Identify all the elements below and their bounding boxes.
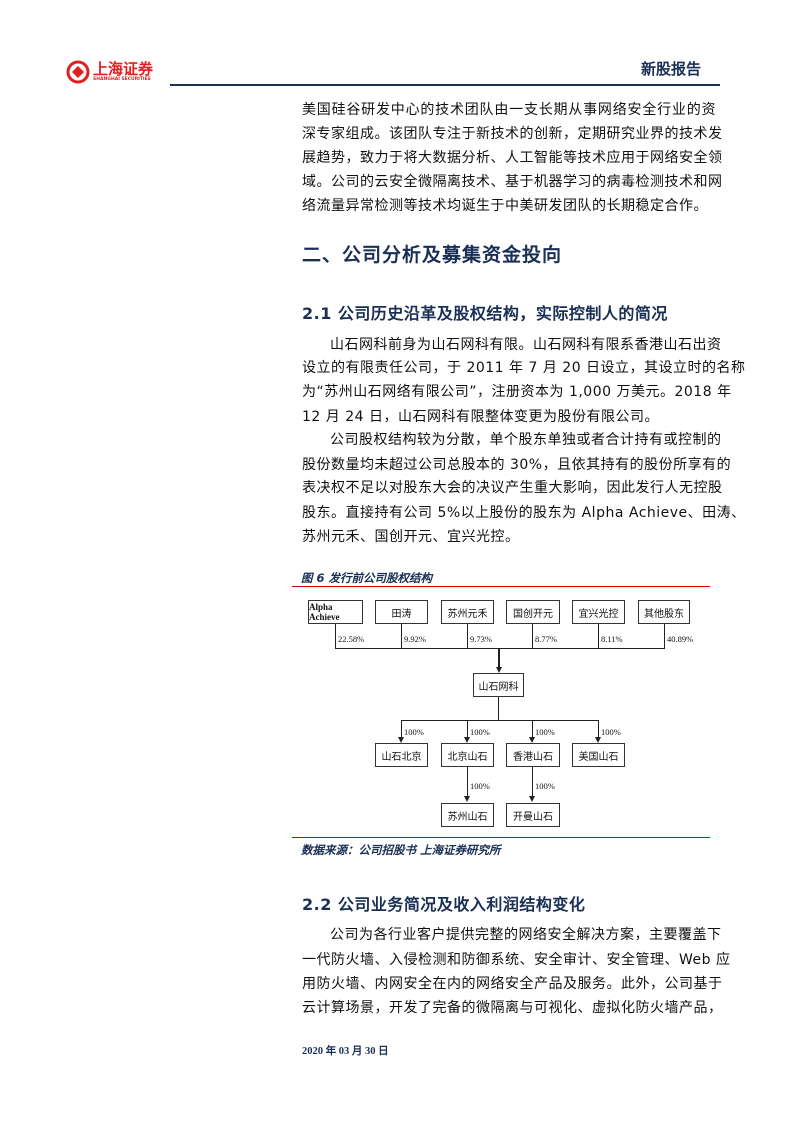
holding-pct: 8.77% bbox=[535, 634, 557, 644]
report-type: 新股报告 bbox=[641, 60, 702, 78]
subsidiary-box: 美国山石 bbox=[572, 743, 625, 767]
logo-emblem-icon bbox=[66, 60, 90, 84]
subsidiary-pct: 100% bbox=[535, 781, 555, 791]
logo-text: 上海证券 bbox=[93, 60, 154, 78]
shareholder-box: 苏州元禾 bbox=[441, 600, 494, 624]
connector bbox=[598, 720, 599, 738]
connector bbox=[401, 720, 599, 721]
connector bbox=[401, 624, 402, 648]
connector bbox=[401, 720, 402, 738]
shareholder-box: 其他股东 bbox=[638, 600, 690, 624]
connector bbox=[664, 624, 665, 648]
body-line: 山石网科前身为山石网科有限。山石网科有限系香港山石出资 bbox=[330, 337, 722, 353]
section-2-2-heading: 2.2 公司业务简况及收入利润结构变化 bbox=[302, 895, 586, 914]
arrow-down-icon bbox=[529, 796, 535, 802]
subsidiary-box: 北京山石 bbox=[441, 743, 494, 767]
company-box: 山石网科 bbox=[473, 673, 524, 697]
body-line: 设立的有限责任公司，于 2011 年 7 月 20 日设立，其设立时的名称 bbox=[302, 360, 746, 376]
connector bbox=[335, 648, 665, 649]
section-2-heading: 二、公司分析及募集资金投向 bbox=[302, 244, 563, 266]
arrow-down-icon bbox=[595, 737, 601, 743]
body-line: 苏州元禾、国创开元、宜兴光控。 bbox=[302, 529, 520, 545]
shareholder-box: 田涛 bbox=[375, 600, 428, 624]
arrow-down-icon bbox=[496, 667, 502, 673]
holding-pct: 9.92% bbox=[404, 634, 426, 644]
connector bbox=[532, 720, 533, 738]
body-line: 股东。直接持有公司 5%以上股份的股东为 Alpha Achieve、田涛、 bbox=[302, 505, 746, 521]
body-line: 云计算场景，开发了完备的微隔离与可视化、虚拟化防火墙产品， bbox=[302, 1000, 723, 1016]
body-line: 公司为各行业客户提供完整的网络安全解决方案，主要覆盖下 bbox=[330, 927, 722, 943]
body-line: 12 月 24 日，山石网科有限整体变更为股份有限公司。 bbox=[302, 409, 659, 425]
arrow-down-icon bbox=[398, 737, 404, 743]
footer-date: 2020 年 03 月 30 日 bbox=[302, 1046, 389, 1057]
holding-pct: 40.89% bbox=[667, 634, 694, 644]
holding-pct: 22.58% bbox=[338, 634, 365, 644]
figure-caption: 图 6 发行前公司股权结构 bbox=[301, 571, 433, 585]
body-line: 为“苏州山石网络有限公司”，注册资本为 1,000 万美元。2018 年 bbox=[302, 384, 732, 400]
subsidiary-box: 山石北京 bbox=[375, 743, 428, 767]
intro-line: 深专家组成。该团队专注于新技术的创新，定期研究业界的技术发 bbox=[302, 126, 723, 142]
subsidiary-box: 香港山石 bbox=[506, 743, 560, 767]
connector bbox=[498, 648, 500, 668]
logo: 上海证券 SHANGHAI SECURITIES bbox=[66, 58, 166, 88]
body-line: 用防火墙、内网安全在内的网络安全产品及服务。此外，公司基于 bbox=[302, 976, 723, 992]
logo-subtext: SHANGHAI SECURITIES bbox=[93, 77, 151, 82]
shareholder-box: 宜兴光控 bbox=[572, 600, 625, 624]
subsidiary-pct: 100% bbox=[601, 727, 621, 737]
subsidiary-pct: 100% bbox=[470, 727, 490, 737]
connector bbox=[467, 720, 468, 738]
intro-line: 美国硅谷研发中心的技术团队由一支长期从事网络安全行业的资 bbox=[302, 102, 716, 118]
subsidiary-box: 苏州山石 bbox=[441, 803, 494, 827]
intro-line: 域。公司的云安全微隔离技术、基于机器学习的病毒检测技术和网 bbox=[302, 174, 723, 190]
arrow-down-icon bbox=[464, 796, 470, 802]
connector bbox=[467, 624, 468, 648]
subsidiary-pct: 100% bbox=[404, 727, 424, 737]
holding-pct: 9.73% bbox=[470, 634, 492, 644]
figure-bottom-rule bbox=[292, 837, 710, 838]
intro-line: 络流量异常检测等技术均诞生于中美研发团队的长期稳定合作。 bbox=[302, 198, 708, 214]
arrow-down-icon bbox=[464, 737, 470, 743]
body-line: 股份数量均未超过公司总股本的 30%，且依其持有的股份所享有的 bbox=[302, 457, 732, 473]
connector bbox=[532, 624, 533, 648]
figure-top-rule bbox=[292, 586, 710, 587]
body-line: 公司股权结构较为分散，单个股东单独或者合计持有或控制的 bbox=[330, 432, 722, 448]
connector bbox=[467, 767, 468, 797]
connector bbox=[498, 697, 499, 720]
body-line: 一代防火墙、入侵检测和防御系统、安全审计、安全管理、Web 应 bbox=[302, 952, 731, 968]
intro-line: 展趋势，致力于将大数据分析、人工智能等技术应用于网络安全领 bbox=[302, 150, 723, 166]
subsidiary-pct: 100% bbox=[470, 781, 490, 791]
holding-pct: 8.11% bbox=[601, 634, 623, 644]
header-rule bbox=[170, 84, 720, 86]
connector bbox=[335, 624, 336, 648]
subsidiary-pct: 100% bbox=[535, 727, 555, 737]
shareholder-box: Alpha Achieve bbox=[308, 600, 363, 624]
connector bbox=[598, 624, 599, 648]
section-2-1-heading: 2.1 公司历史沿革及股权结构，实际控制人的简况 bbox=[302, 304, 668, 323]
body-line: 表决权不足以对股东大会的决议产生重大影响，因此发行人无控股 bbox=[302, 480, 723, 496]
arrow-down-icon bbox=[529, 737, 535, 743]
subsidiary-box: 开曼山石 bbox=[506, 803, 560, 827]
figure-source: 数据来源：公司招股书 上海证券研究所 bbox=[301, 843, 501, 857]
connector bbox=[532, 767, 533, 797]
shareholder-box: 国创开元 bbox=[506, 600, 560, 624]
